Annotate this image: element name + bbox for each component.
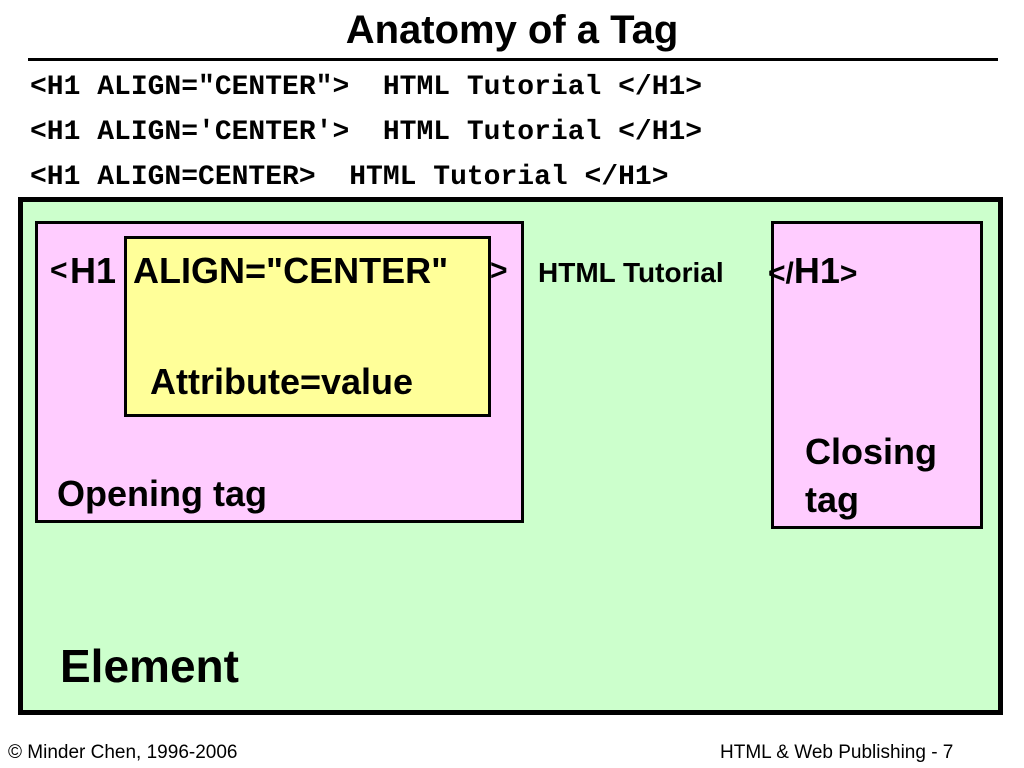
closing-tag-label: Closing tag [805,428,937,524]
closing-close-bracket: > [839,257,858,290]
title-divider [28,58,998,61]
attribute-box [124,236,491,417]
opening-tag-name: H1 [70,250,117,291]
element-label: Element [60,640,239,692]
opening-bracket: < [50,254,68,287]
closing-tag-label-line-1: Closing [805,431,937,472]
footer-copyright: © Minder Chen, 1996-2006 [8,742,238,763]
closing-open-bracket: </ [768,257,794,290]
code-example-double-quotes: <H1 ALIGN="CENTER"> HTML Tutorial </H1> [30,72,703,103]
attribute-text: ALIGN="CENTER" [133,250,449,291]
slide-title: Anatomy of a Tag [345,8,679,52]
opening-tag-label: Opening tag [57,473,267,514]
code-example-single-quotes: <H1 ALIGN='CENTER'> HTML Tutorial </H1> [30,117,703,148]
closing-tag-box [771,221,983,529]
attribute-value-label: Attribute=value [150,361,414,402]
closing-tag-text: </H1> [768,251,857,294]
footer-page-info: HTML & Web Publishing - 7 [720,742,954,763]
closing-tag-name: H1 [793,250,840,291]
element-content-text: HTML Tutorial [538,257,724,288]
code-example-no-quotes: <H1 ALIGN=CENTER> HTML Tutorial </H1> [30,162,669,193]
opening-close-bracket: > [490,254,508,287]
closing-tag-label-line-2: tag [805,479,859,520]
